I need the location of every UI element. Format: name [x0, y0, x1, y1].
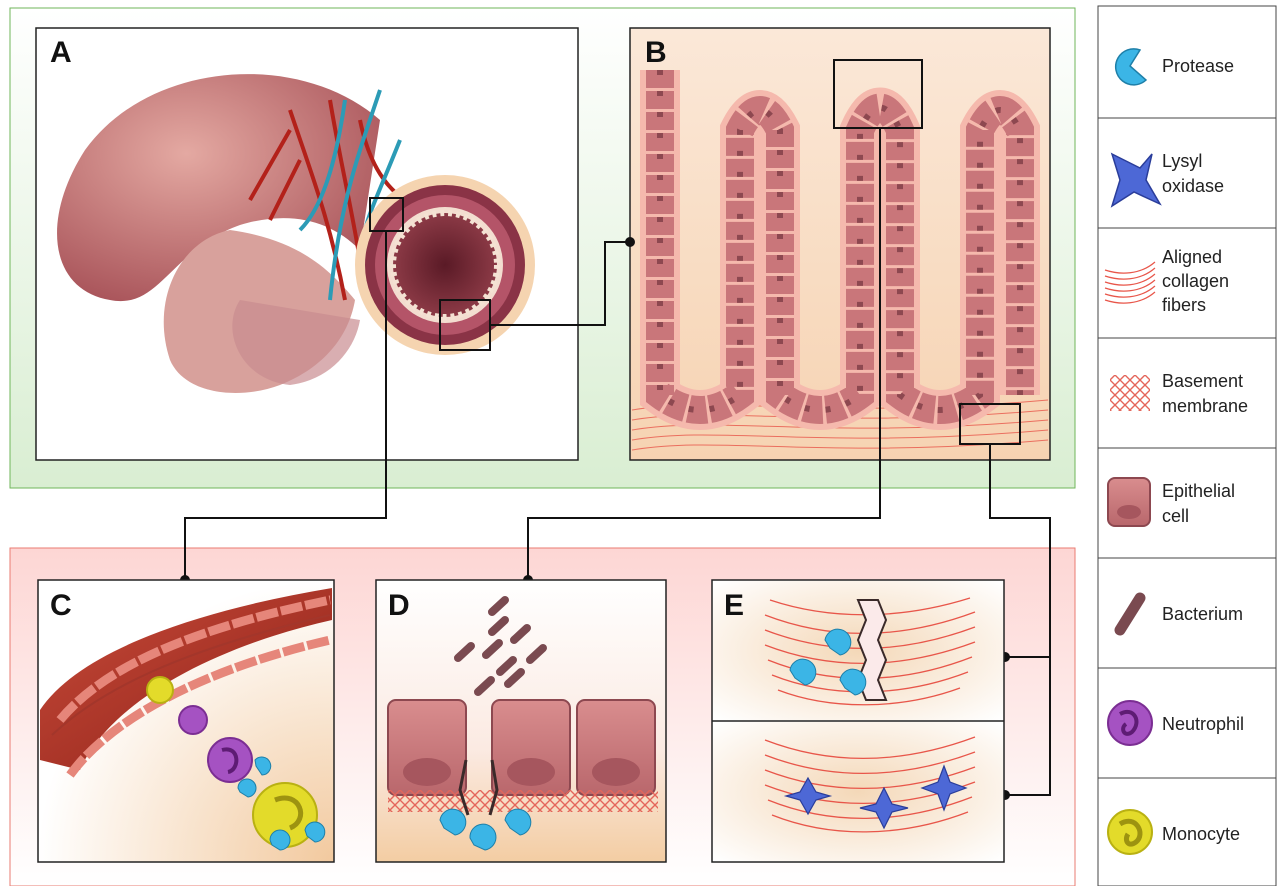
neutrophil-icon [1108, 701, 1152, 745]
legend-label-collagen-1: Aligned [1162, 247, 1222, 267]
legend-label-protease: Protease [1162, 56, 1234, 76]
panel-label-a: A [50, 36, 72, 69]
panel-label-d: D [388, 589, 410, 622]
panel-label-e: E [724, 589, 744, 622]
panel-c: C [38, 580, 334, 862]
legend-label-collagen-2: collagen [1162, 271, 1229, 291]
legend-label-monocyte: Monocyte [1162, 824, 1240, 844]
legend-label-lysyl-oxidase-1: Lysyl [1162, 151, 1202, 171]
panel-e: E [712, 580, 1004, 862]
basement-membrane [388, 790, 658, 812]
legend-label-bacterium: Bacterium [1162, 604, 1243, 624]
legend-label-lysyl-oxidase-2: oxidase [1162, 176, 1224, 196]
legend-label-basement-membrane-2: membrane [1162, 396, 1248, 416]
panel-label-b: B [645, 36, 667, 69]
monocyte-cell [147, 677, 173, 703]
panel-label-c: C [50, 589, 72, 622]
monocyte-icon [1108, 810, 1152, 854]
legend: Protease Lysyl oxidase Aligned collagen … [1098, 6, 1276, 886]
neutrophil-cell [179, 706, 207, 734]
legend-label-neutrophil: Neutrophil [1162, 714, 1244, 734]
panel-d: D [376, 580, 666, 862]
legend-label-epithelial-2: cell [1162, 506, 1189, 526]
neutrophil-cell [208, 738, 252, 782]
legend-label-collagen-3: fibers [1162, 295, 1206, 315]
legend-label-epithelial-1: Epithelial [1162, 481, 1235, 501]
panel-a: A [36, 28, 578, 460]
basement-membrane-icon [1110, 375, 1150, 411]
legend-label-basement-membrane-1: Basement [1162, 371, 1243, 391]
panel-b: B [630, 28, 1050, 460]
